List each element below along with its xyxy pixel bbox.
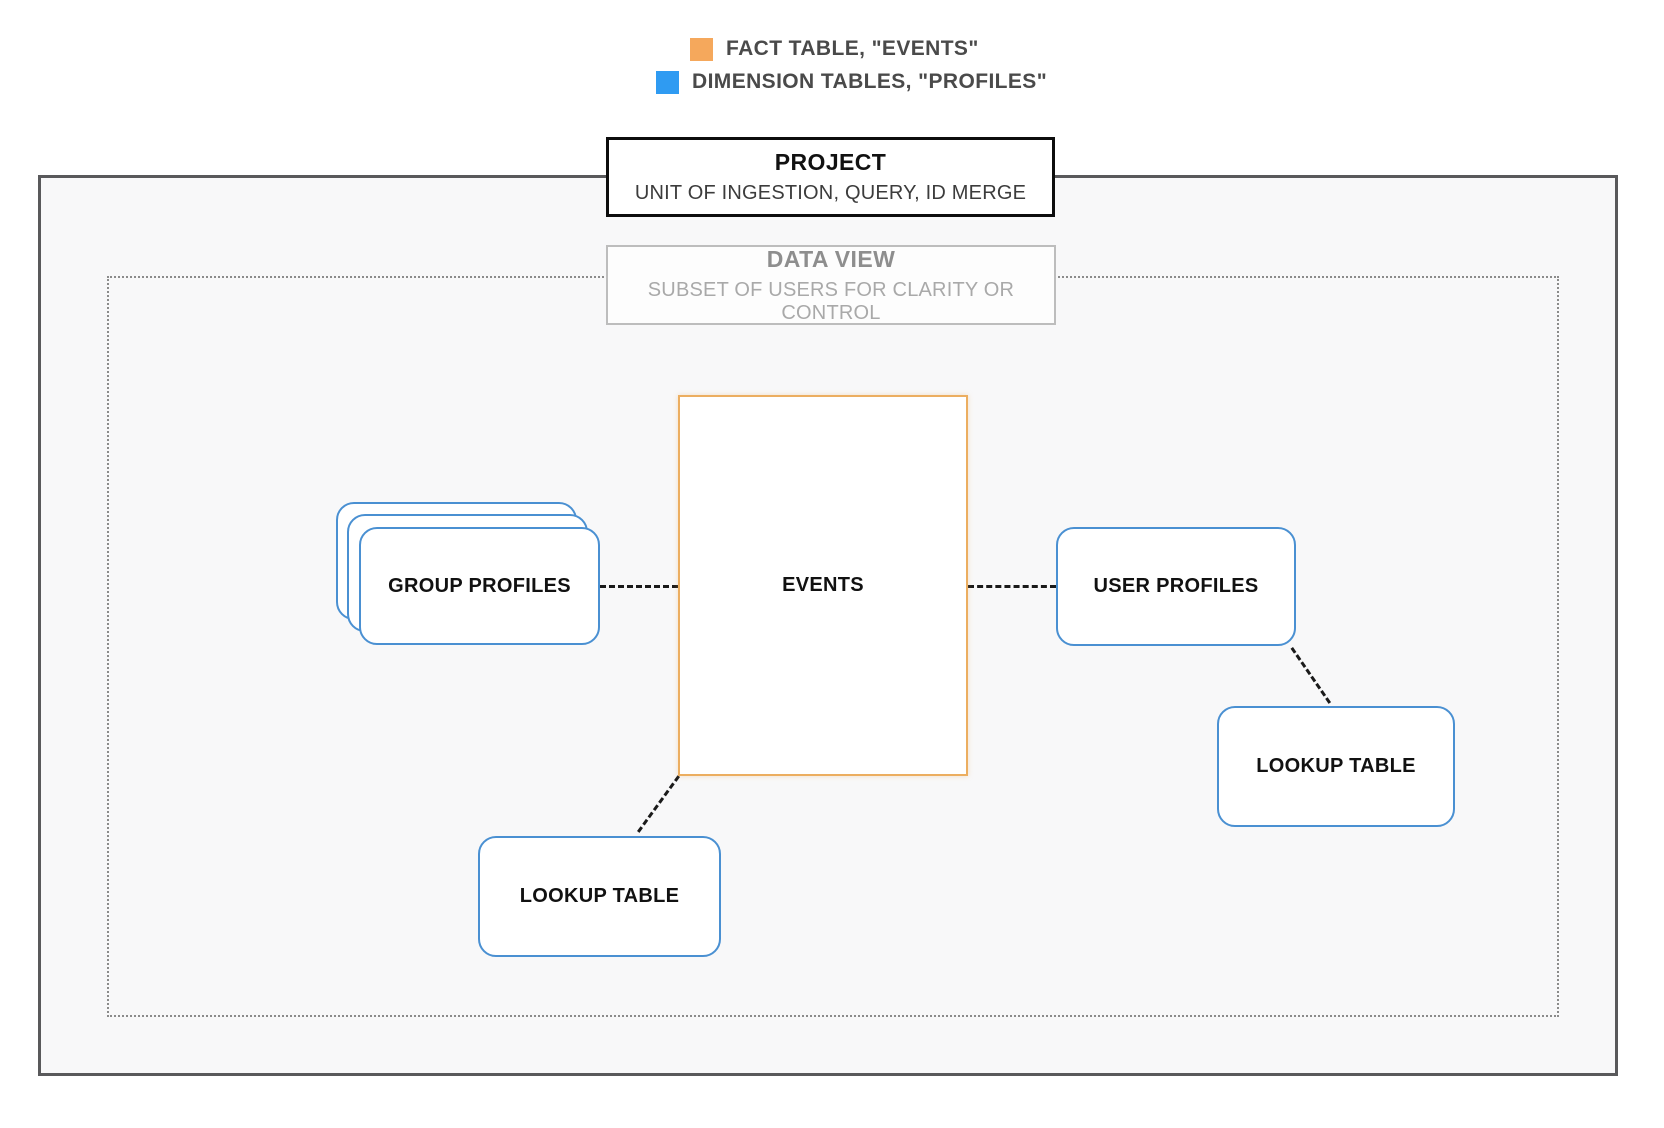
legend-label-fact-table: FACT TABLE, "EVENTS"	[726, 37, 979, 60]
project-header-box: PROJECT UNIT OF INGESTION, QUERY, ID MER…	[606, 137, 1055, 217]
data-view-title: DATA VIEW	[766, 245, 896, 272]
lookup-table-bottom-node: LOOKUP TABLE	[478, 836, 721, 957]
fact-table-swatch-icon	[690, 37, 713, 61]
legend-item-dimension-tables: DIMENSION TABLES, "PROFILES"	[656, 70, 1047, 94]
connector-group-profiles-events	[600, 585, 678, 588]
user-profiles-node: USER PROFILES	[1056, 527, 1296, 646]
legend-label-dimension-tables: DIMENSION TABLES, "PROFILES"	[692, 70, 1048, 93]
group-profiles-node-label: GROUP PROFILES	[388, 574, 571, 597]
group-profiles-node: GROUP PROFILES	[359, 527, 600, 645]
lookup-table-right-node: LOOKUP TABLE	[1217, 706, 1455, 827]
lookup-table-bottom-node-label: LOOKUP TABLE	[519, 885, 680, 907]
lookup-table-right-node-label: LOOKUP TABLE	[1256, 755, 1416, 777]
events-node: EVENTS	[678, 395, 968, 776]
events-node-label: EVENTS	[782, 574, 864, 596]
data-view-header-box: DATA VIEW SUBSET OF USERS FOR CLARITY OR…	[606, 245, 1056, 325]
project-subtitle: UNIT OF INGESTION, QUERY, ID MERGE	[634, 182, 1027, 204]
project-title: PROJECT	[774, 149, 887, 175]
connector-events-user-profiles	[968, 585, 1056, 588]
user-profiles-node-label: USER PROFILES	[1093, 575, 1259, 597]
dimension-tables-swatch-icon	[656, 70, 679, 94]
data-view-subtitle: SUBSET OF USERS FOR CLARITY OR CONTROL	[647, 278, 1015, 324]
legend-item-fact-table: FACT TABLE, "EVENTS"	[690, 37, 979, 61]
